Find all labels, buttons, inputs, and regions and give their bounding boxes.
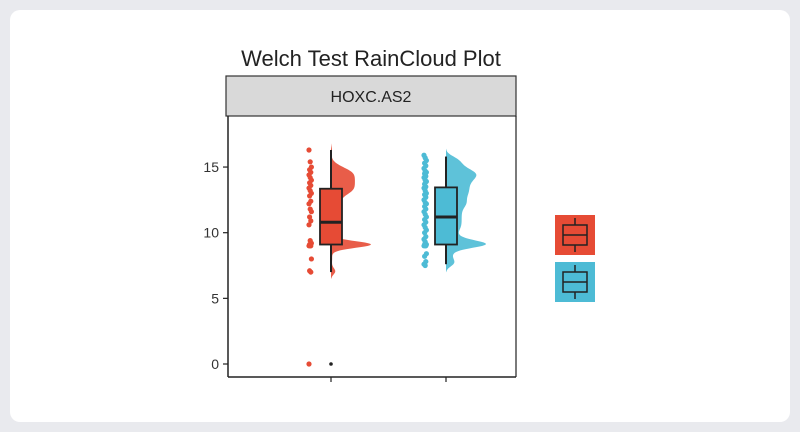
- data-point: [422, 230, 428, 236]
- y-tick-label: 5: [211, 290, 219, 306]
- outlier-point: [329, 362, 333, 366]
- data-point: [307, 243, 313, 249]
- data-point: [306, 201, 312, 207]
- data-point: [307, 159, 313, 165]
- data-point: [306, 222, 312, 228]
- box: [319, 187, 343, 246]
- y-tick-label: 10: [203, 225, 219, 241]
- data-point: [422, 253, 428, 259]
- data-point: [307, 214, 313, 220]
- data-point: [308, 209, 314, 215]
- data-point: [308, 269, 314, 275]
- y-tick-label: 0: [211, 356, 219, 372]
- data-point: [307, 193, 313, 199]
- data-point: [422, 262, 428, 269]
- facet-label: HOXC.AS2: [331, 89, 412, 106]
- data-point: [308, 256, 314, 262]
- data-point: [306, 361, 312, 367]
- facet-strip: [225, 75, 517, 117]
- data-point: [308, 218, 314, 224]
- data-point: [306, 147, 312, 153]
- chart-title: Welch Test RainCloud Plot: [241, 46, 501, 71]
- data-point: [422, 243, 428, 249]
- y-tick-label: 15: [203, 159, 219, 175]
